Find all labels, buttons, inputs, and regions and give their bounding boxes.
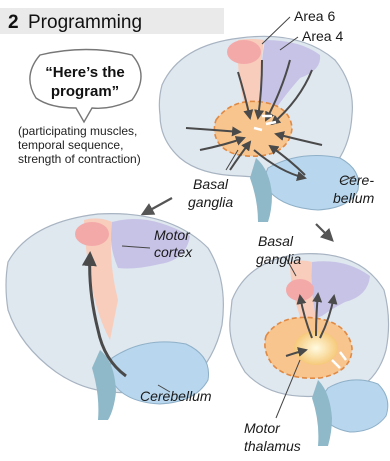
program-note: (participating muscles, temporal sequenc… (18, 124, 141, 166)
label-basal-ganglia-right-2: ganglia (256, 251, 301, 267)
header-number: 2 (8, 12, 19, 33)
note-line-3: strength of contraction) (18, 152, 141, 166)
note-line-2: temporal sequence, (18, 138, 123, 152)
label-basal-ganglia-top-2: ganglia (188, 194, 233, 210)
label-cerebellum-top-2: bellum (333, 190, 375, 206)
label-cerebellum-top-1: Cere- (339, 172, 374, 188)
brain-top-area4-blob (227, 40, 261, 64)
arrow-to-left-brain (143, 198, 172, 214)
section-header: 2 Programming (0, 8, 224, 34)
label-basal-ganglia-top-1: Basal (193, 176, 229, 192)
label-motor-cortex-1: Motor (154, 227, 191, 243)
note-line-1: (participating muscles, (18, 124, 137, 138)
bubble-line-2: program” (51, 83, 119, 100)
label-cerebellum-bottom: Cerebellum (140, 388, 212, 404)
speech-bubble: “Here’s the program” (30, 50, 141, 123)
brain-bottom-right (230, 254, 389, 446)
label-motor-thalamus-2: thalamus (244, 438, 301, 454)
label-motor-cortex-2: cortex (154, 244, 193, 260)
arrow-to-right-brain (316, 224, 332, 240)
label-area4: Area 4 (302, 28, 343, 44)
brain-left-area4-blob (75, 222, 109, 246)
label-basal-ganglia-right-1: Basal (258, 233, 294, 249)
brain-right-motor-thalamus (294, 331, 338, 365)
label-area6: Area 6 (294, 8, 335, 24)
label-motor-thalamus-1: Motor (244, 420, 281, 436)
header-title: Programming (28, 12, 142, 33)
bubble-line-1: “Here’s the (45, 64, 124, 81)
